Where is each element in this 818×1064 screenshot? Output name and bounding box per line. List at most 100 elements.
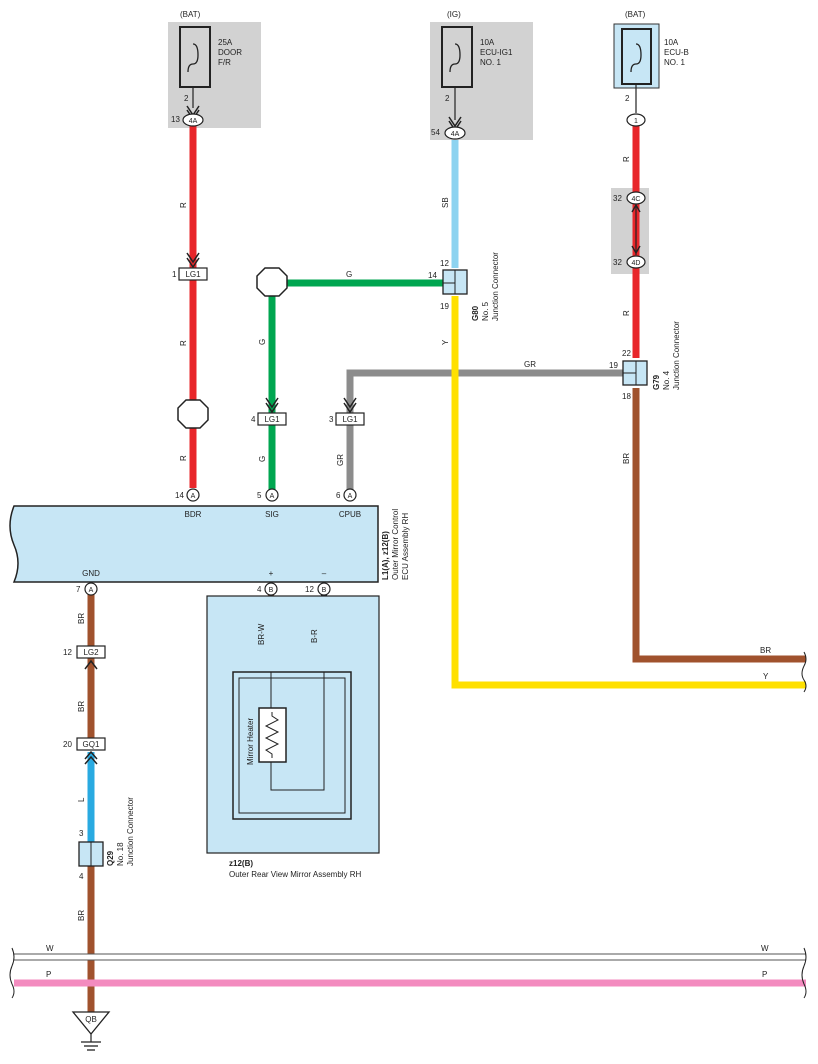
label-w-right: W	[761, 944, 769, 953]
ecu-pin-gnd-name: GND	[82, 569, 100, 578]
junction-q29-line-1: No. 18	[116, 842, 125, 866]
ecu-code: L1(A), z12(B)	[381, 531, 390, 580]
ecu-pin-plus-num: 4	[257, 585, 262, 594]
junction-g80-id: G80	[471, 305, 480, 321]
label-r-4: R	[622, 156, 631, 162]
label-w-left: W	[46, 944, 54, 953]
label-y-horizontal: Y	[763, 672, 769, 681]
junction-q29-pin-top: 3	[79, 829, 84, 838]
ecu-name-1: Outer Mirror Control	[391, 509, 400, 580]
mirror-heater-box-outer	[232, 671, 352, 820]
svg-text:LG1: LG1	[185, 270, 201, 279]
connector-4a-door: 4A	[182, 113, 204, 127]
label-g-horizontal: G	[346, 270, 352, 279]
svg-text:4A: 4A	[189, 118, 198, 125]
fuse-box-ecu-b	[613, 23, 660, 89]
connector-lg1-c-pin: 3	[329, 415, 334, 424]
label-br-right-horizontal: BR	[760, 646, 771, 655]
fuse-b-name-2: NO. 1	[664, 58, 685, 67]
mirror-heater-label: Mirror Heater	[246, 718, 255, 765]
label-y-vertical: Y	[441, 339, 450, 345]
svg-text:1: 1	[634, 118, 638, 125]
mirror-heater-box-inner	[238, 677, 346, 814]
junction-g80-pin-left: 14	[428, 271, 437, 280]
junction-g79-pin-left: 19	[609, 361, 618, 370]
fuse-door-name-1: DOOR	[218, 48, 242, 57]
label-b-r: B-R	[310, 629, 319, 643]
wire-brown-br-right	[632, 388, 806, 663]
ecu-pin-minus: B	[317, 582, 331, 596]
fuse-b-source: (BAT)	[625, 10, 646, 19]
fuse-b-name-1: ECU-B	[664, 48, 689, 57]
fuse-door-rating: 25A	[218, 38, 233, 47]
label-br-w: BR-W	[257, 623, 266, 645]
fuse-b-pin: 2	[625, 94, 630, 103]
svg-text:4C: 4C	[632, 196, 641, 203]
ecu-pin-bdr-num: 14	[175, 491, 184, 500]
connector-lg2: LG2	[76, 645, 106, 670]
ecu-pin-plus: B	[264, 582, 278, 596]
fuse-ig-name-1: ECU-IG1	[480, 48, 513, 57]
connector-lg1-b-pin: 4	[251, 415, 256, 424]
connector-lg1-a: LG1	[178, 252, 208, 281]
mirror-name: Outer Rear View Mirror Assembly RH	[229, 870, 362, 879]
junction-g79-line-2: Junction Connector	[672, 321, 681, 390]
connector-lg1-a-pin: 1	[172, 270, 177, 279]
junction-g80-line-2: Junction Connector	[491, 252, 500, 321]
connector-4a-ig: 4A	[444, 126, 466, 140]
wire-gray-gr	[346, 369, 624, 490]
junction-q29-pin-bottom: 4	[79, 872, 84, 881]
fuse-box-ecu-ig1	[430, 22, 533, 140]
junction-g79-line-1: No. 4	[662, 370, 671, 390]
ecu-pin-sig-name: SIG	[265, 510, 279, 519]
ecu-pin-gnd-num: 7	[76, 585, 81, 594]
svg-text:B: B	[322, 587, 327, 594]
svg-text:LG2: LG2	[83, 648, 99, 657]
fuse-door-pin: 2	[184, 94, 189, 103]
junction-q29-id: Q29	[106, 850, 115, 866]
wires	[14, 124, 806, 1012]
junction-g79-id: G79	[652, 374, 661, 390]
ground-qb: QB	[71, 1011, 111, 1051]
junction-g80-pin-bottom: 19	[440, 302, 449, 311]
fuse-door	[179, 26, 211, 121]
label-br-2: BR	[77, 701, 86, 712]
connector-4d: 4D	[626, 255, 646, 269]
ecu-pin-sig: A	[265, 488, 279, 502]
ecu-pin-sig-num: 5	[257, 491, 262, 500]
label-g-2: G	[258, 456, 267, 462]
ecu-name-2: ECU Assembly RH	[401, 513, 410, 580]
mirror-heater-wire-right	[270, 672, 325, 791]
svg-text:LG1: LG1	[264, 415, 280, 424]
label-r-2: R	[179, 340, 188, 346]
ecu-pin-gnd: A	[84, 582, 98, 596]
fuse-ig-conn-pin: 54	[431, 128, 440, 137]
label-l: L	[77, 797, 86, 802]
label-r-1: R	[179, 202, 188, 208]
label-r-5: R	[622, 310, 631, 316]
connector-4c-pin: 32	[613, 194, 622, 203]
mirror-heater-resistor	[264, 712, 280, 758]
connector-4d-pin: 32	[613, 258, 622, 267]
connector-lg1-b: LG1	[257, 397, 287, 426]
svg-text:B: B	[269, 587, 274, 594]
connector-lg1-c: LG1	[335, 397, 365, 426]
label-g-1: G	[258, 339, 267, 345]
svg-text:QB: QB	[85, 1015, 97, 1024]
fuse-box-door	[168, 22, 261, 128]
junction-g80-pin-top: 12	[440, 259, 449, 268]
fuse-ig-source: (IG)	[447, 10, 461, 19]
label-gr-horizontal: GR	[524, 360, 536, 369]
ecu-pin-cpub-name: CPUB	[339, 510, 361, 519]
svg-text:GQ1: GQ1	[83, 740, 100, 749]
splice-octagon-green	[256, 267, 288, 297]
wire-green-g	[268, 279, 445, 490]
label-gr-vertical: GR	[336, 454, 345, 466]
svg-text:4A: 4A	[451, 131, 460, 138]
label-p-left: P	[46, 970, 51, 979]
svg-text:A: A	[191, 493, 196, 500]
connector-gq1-pin: 20	[63, 740, 72, 749]
fuse-b-rating: 10A	[664, 38, 679, 47]
